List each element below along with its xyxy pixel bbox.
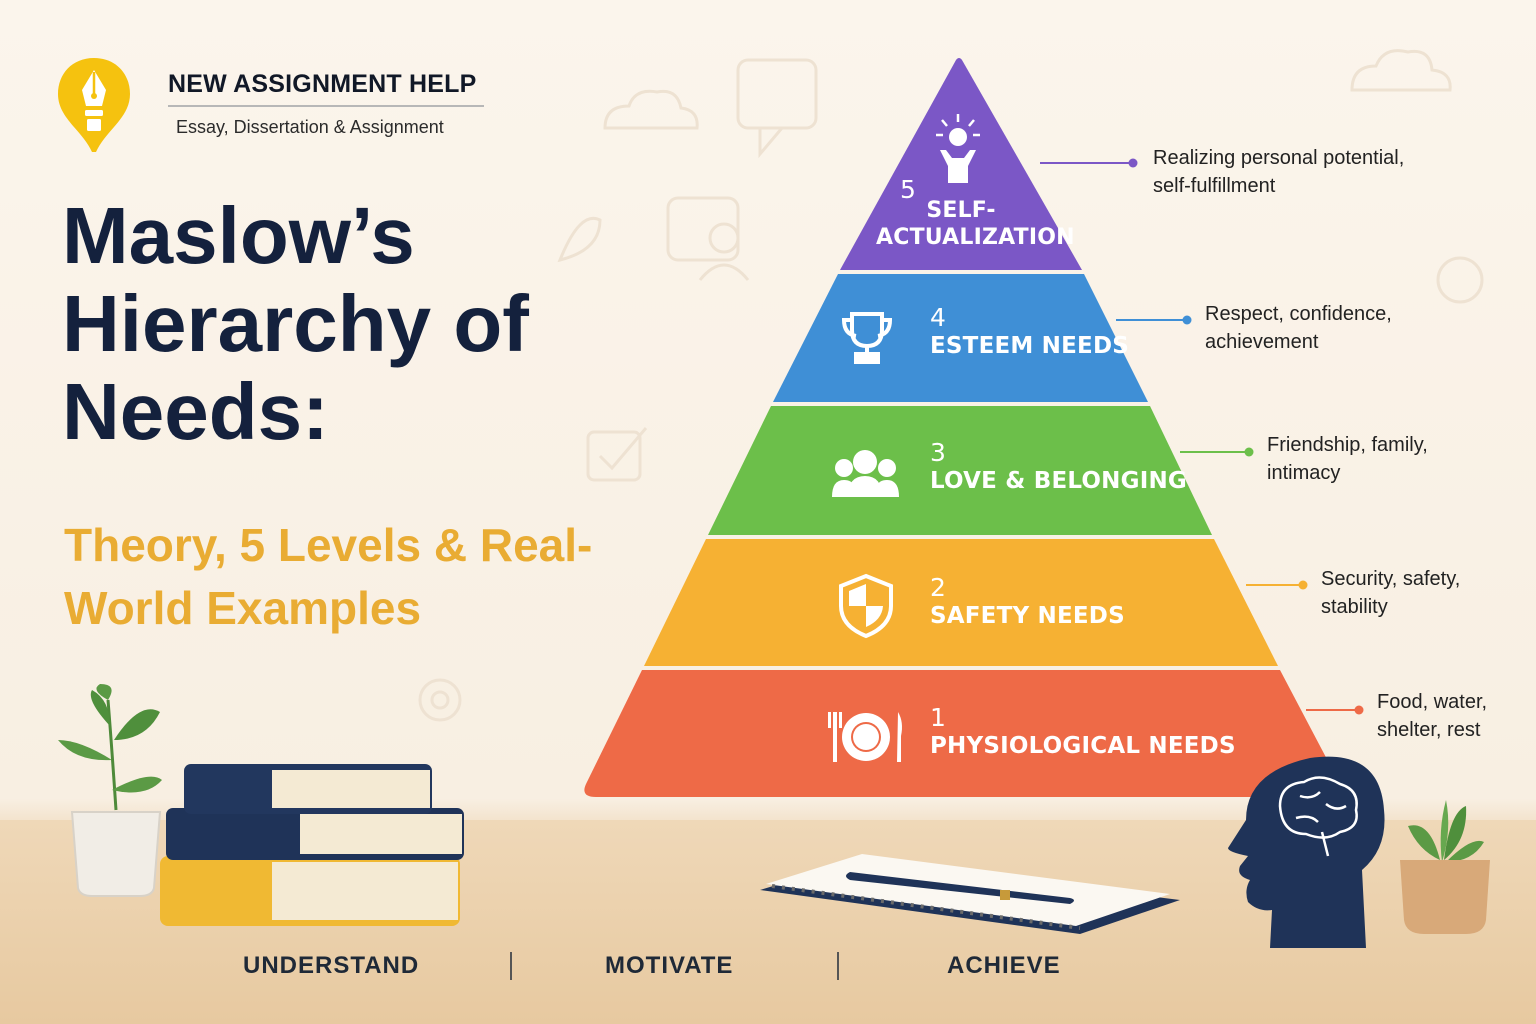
notebook [760, 854, 1180, 934]
tier-4-shape [773, 274, 1148, 402]
page-subtitle: Theory, 5 Levels & Real-World Examples [64, 519, 593, 634]
gear-icon [418, 678, 462, 722]
level-5-description: Realizing personal potential, self-fulfi… [1153, 147, 1405, 197]
level-3-description: Friendship, family, intimacy [1267, 434, 1428, 484]
level-3-label: 3 LOVE & BELONGING [930, 438, 1187, 495]
brand-divider [168, 105, 484, 107]
group-icon [832, 450, 899, 497]
tier-3-shape [708, 406, 1212, 535]
footer-achieve: ACHIEVE [947, 952, 1061, 979]
level-1-name: PHYSIOLOGICAL NEEDS [930, 733, 1236, 759]
level-2-number: 2 [930, 573, 946, 602]
person-lightbulb-icon [936, 114, 980, 183]
footer-motivate: MOTIVATE [605, 952, 734, 979]
level-5-label: 5 [900, 175, 916, 204]
pen-nib-logo [58, 58, 130, 152]
trophy-icon [841, 312, 893, 364]
level-3-name: LOVE & BELONGING [930, 468, 1187, 494]
checkbox-icon [586, 430, 642, 482]
page-title: Maslow’s Hierarchy of Needs: [62, 191, 529, 456]
level-4-name: ESTEEM NEEDS [930, 333, 1130, 359]
potted-plant-right [1400, 800, 1490, 934]
level-2-name: SAFETY NEEDS [930, 603, 1125, 629]
chat-bubble-icon [736, 58, 818, 130]
level-5-name: SELF-ACTUALIZATION [876, 198, 1075, 250]
plate-cutlery-icon [828, 712, 902, 762]
level-3-number: 3 [930, 438, 946, 467]
head-brain-icon [1228, 756, 1385, 948]
tier-2-shape [644, 539, 1278, 666]
pen [846, 872, 1074, 904]
level-2-description: Security, safety, stability [1321, 568, 1461, 618]
tier-1-shape [584, 670, 1342, 797]
brand-tagline: Essay, Dissertation & Assignment [176, 117, 444, 137]
gear-icon [1436, 256, 1484, 304]
level-4-description: Respect, confidence, achievement [1205, 303, 1392, 353]
level-2-label: 2 SAFETY NEEDS [930, 573, 1125, 630]
level-1-label: 1 PHYSIOLOGICAL NEEDS [930, 703, 1236, 760]
level-5-number: 5 [900, 175, 916, 204]
potted-plant-left [58, 684, 162, 897]
level-4-number: 4 [930, 303, 946, 332]
book-stack [160, 764, 464, 926]
brand-name: NEW ASSIGNMENT HELP [168, 70, 477, 98]
cloud-icon [603, 89, 699, 130]
footer-divider [837, 952, 839, 980]
level-4-label: 4 ESTEEM NEEDS [930, 303, 1129, 360]
footer-understand: UNDERSTAND [243, 952, 420, 979]
level-1-number: 1 [930, 703, 946, 732]
leaf-icon [557, 217, 602, 263]
cloud-icon [1350, 49, 1452, 92]
level-1-description: Food, water, shelter, rest [1377, 691, 1488, 741]
profile-card-icon [666, 196, 740, 262]
footer-divider [510, 952, 512, 980]
shield-icon [839, 573, 893, 639]
